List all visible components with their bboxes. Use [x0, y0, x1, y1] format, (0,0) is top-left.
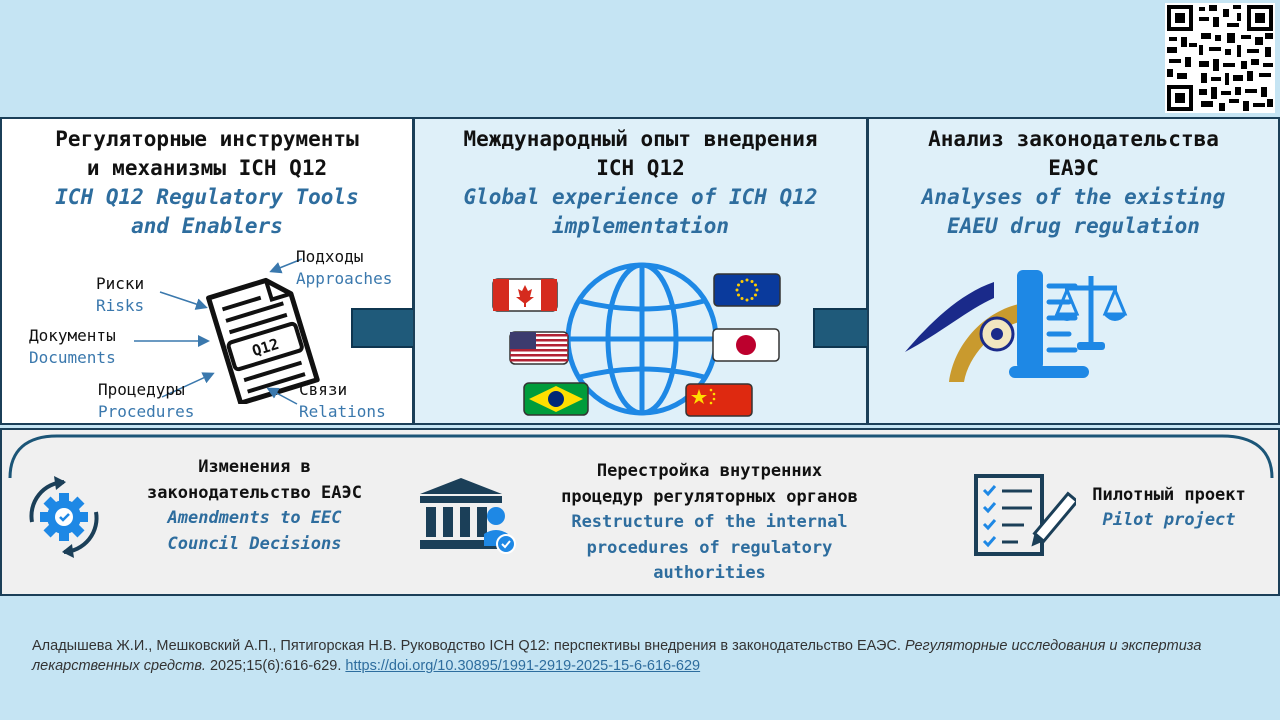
panel3-title-ru-line2: ЕАЭС: [1048, 156, 1099, 180]
label-documents-ru: Документы: [29, 326, 116, 345]
citation-authors: Аладышева Ж.И., Мешковский А.П., Пятигор…: [32, 638, 901, 654]
label-pointer-arrows: [134, 258, 303, 405]
bottom1-en-line2: Council Decisions: [167, 534, 342, 554]
checklist-icon: [974, 474, 1076, 556]
bottom1-en-line1: Amendments to EEC: [167, 508, 342, 528]
usa-flag-icon: [509, 331, 569, 365]
bottom1-ru-line2: законодательство ЕАЭС: [147, 483, 362, 503]
label-documents-en: Documents: [29, 348, 116, 367]
label-relations-en: Relations: [299, 402, 386, 421]
globe-icon: [565, 262, 719, 416]
panel2-title-en-line2: implementation: [551, 214, 729, 238]
label-procedures-en: Procedures: [98, 402, 195, 421]
panel-global-experience: Международный опыт внедрения ICH Q12 Glo…: [413, 117, 868, 425]
bottom2-en-line3: authorities: [653, 563, 766, 583]
label-risks-ru: Риски: [96, 274, 145, 293]
gear-cycle-icon: [29, 476, 99, 558]
citation: Аладышева Ж.И., Мешковский А.П., Пятигор…: [32, 636, 1247, 676]
brazil-flag-icon: [523, 382, 589, 416]
bottom-arc-decoration: [8, 434, 1274, 479]
panel-eaeu-analysis: Анализ законодательства ЕАЭС Analyses of…: [867, 117, 1280, 425]
panel2-title-ru-line2: ICH Q12: [596, 156, 685, 180]
panel-regulatory-tools: Регуляторные инструменты и механизмы ICH…: [0, 117, 414, 425]
panel1-title-ru-line2: и механизмы ICH Q12: [86, 156, 328, 180]
label-approaches-ru: Подходы: [296, 247, 364, 266]
bottom2-en-line1: Restructure of the internal: [571, 512, 848, 532]
canada-flag-icon: [492, 278, 558, 312]
label-procedures-ru: Процедуры: [98, 380, 185, 399]
qr-code: [1165, 3, 1275, 113]
panel2-title-ru-line1: Международный опыт внедрения: [463, 127, 818, 151]
bottom-outcomes-panel: Изменения в законодательство ЕАЭС Amendm…: [0, 428, 1280, 596]
panel3-title-en-line1: Analyses of the existing: [921, 185, 1226, 209]
label-approaches-en: Approaches: [296, 269, 393, 288]
panel2-title-en-line1: Global experience of ICH Q12: [463, 185, 818, 209]
panel1-title-en-line1: ICH Q12 Regulatory Tools: [55, 185, 359, 209]
label-risks-en: Risks: [96, 296, 145, 315]
bottom3-en: Pilot project: [1102, 510, 1236, 530]
institution-icon: [420, 478, 516, 554]
bottom1-ru-line1: Изменения в: [198, 457, 311, 477]
eu-flag-icon: [713, 273, 781, 307]
japan-flag-icon: [712, 328, 780, 362]
bottom2-en-line2: procedures of regulatory: [586, 538, 833, 558]
panel3-title-en-line2: EAEU drug regulation: [947, 214, 1200, 238]
china-flag-icon: [685, 383, 753, 417]
bottom3-ru: Пилотный проект: [1092, 485, 1246, 505]
panel1-title-en-line2: and Enablers: [131, 214, 283, 238]
eaeu-law-icon: [905, 270, 1128, 382]
citation-details: 2025;15(6):616-629.: [209, 658, 342, 674]
panel3-title-ru-line1: Анализ законодательства: [928, 127, 1219, 151]
document-icon: Q12: [206, 277, 320, 404]
label-relations-ru: Связи: [299, 380, 348, 399]
bottom2-ru-line1: Перестройка внутренних: [596, 461, 823, 481]
bottom2-ru-line2: процедур регуляторных органов: [561, 487, 858, 507]
citation-journal: Регуляторные исследования и экспертиза л…: [32, 638, 1202, 674]
citation-doi-link[interactable]: https://doi.org/10.30895/1991-2919-2025-…: [345, 658, 701, 674]
panel1-title-ru-line1: Регуляторные инструменты: [55, 127, 359, 151]
